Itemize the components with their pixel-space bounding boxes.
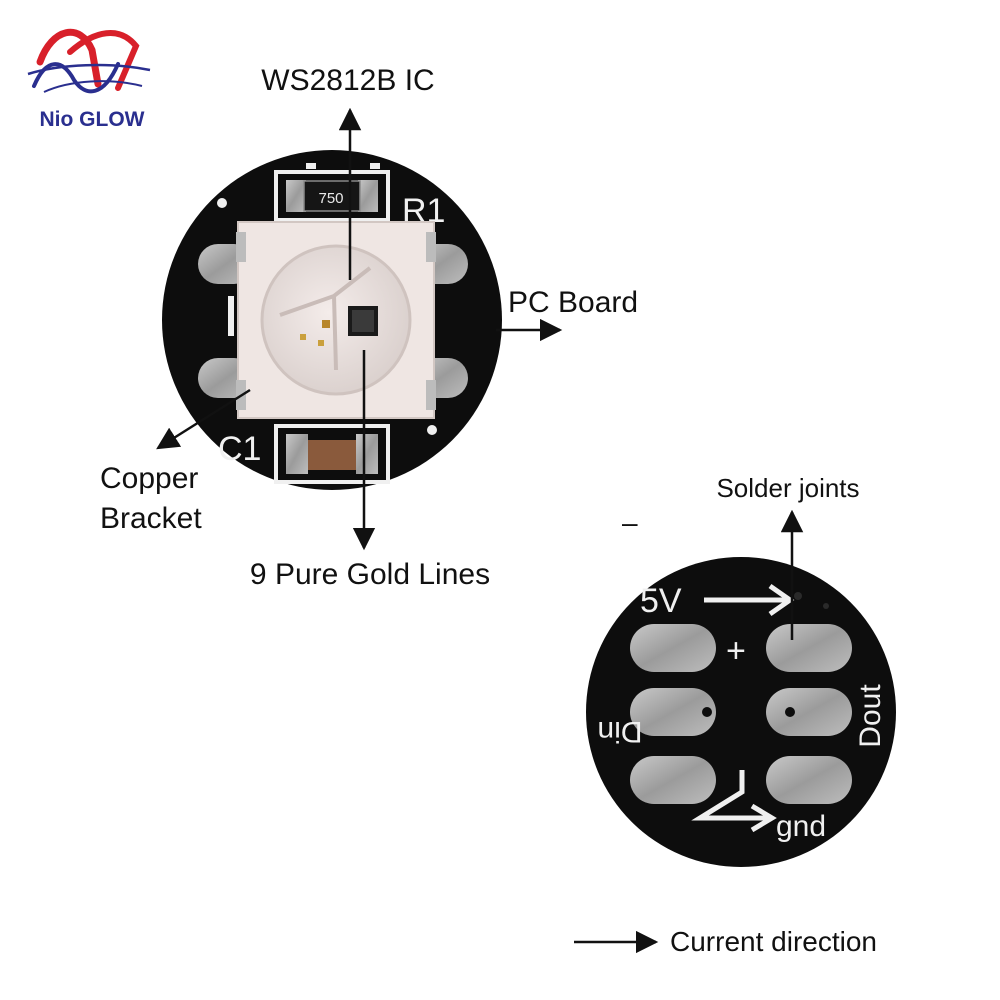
silkscreen-marks [217, 163, 437, 435]
back-solder-pads [630, 592, 852, 804]
capacitor-c1 [274, 424, 390, 484]
dout-silk-label: Dout [854, 684, 887, 748]
resistor-value-text: 750 [318, 190, 343, 207]
logo-brand-text: Nio GLOW [40, 108, 145, 131]
copper-bracket-label-line1: Copper [100, 462, 198, 495]
copper-bracket-arrow [156, 388, 251, 450]
back-silkscreen-arrows [691, 583, 795, 833]
copper-bracket-label-line2: Bracket [100, 502, 202, 535]
ground-silk-label: gnd [776, 810, 826, 843]
power-silk-label: 5V [640, 582, 682, 620]
led-package [236, 221, 436, 419]
front-annotation-arrows [156, 107, 563, 551]
current-direction-label: Current direction [670, 926, 877, 957]
pc-board-label: PC Board [508, 286, 638, 319]
back-view: 5V + Din Dout gnd [586, 557, 896, 867]
solder-joints-label: Solder joints [716, 473, 859, 503]
stray-mark: – [622, 507, 638, 538]
logo-emblem-icon [27, 28, 151, 94]
capacitor-ref-label: C1 [218, 430, 261, 468]
brand-logo: Nio GLOW [27, 28, 151, 131]
plus-silk-label: + [726, 632, 746, 670]
ic-label: WS2812B IC [261, 64, 434, 97]
din-silk-label: Din [597, 715, 642, 748]
front-view: 750 R1 C1 [162, 150, 502, 490]
gold-lines-label: 9 Pure Gold Lines [250, 558, 490, 591]
